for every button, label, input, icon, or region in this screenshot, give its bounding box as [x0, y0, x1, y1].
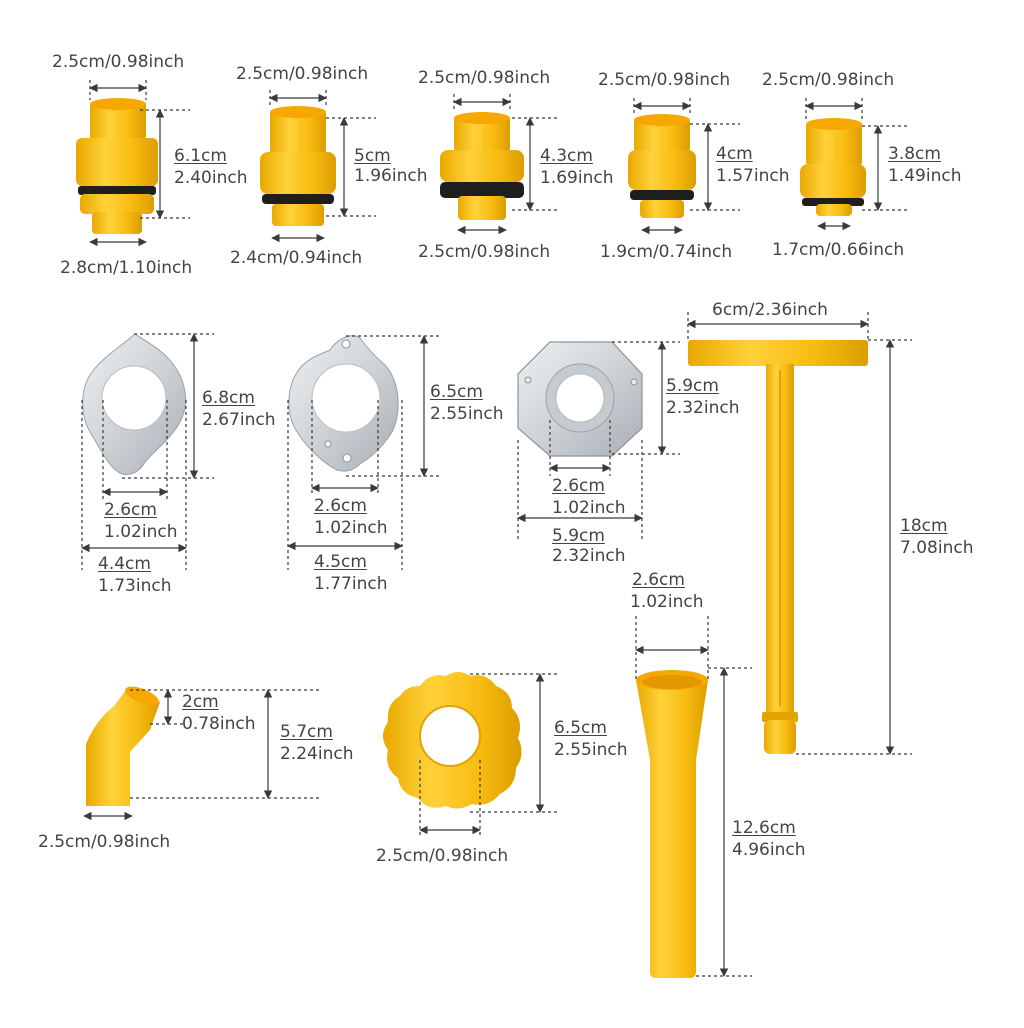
t-wrench-width-label: 6cm/2.36inch — [712, 300, 828, 320]
plate-2-height-cm: 6.5cm — [430, 382, 483, 402]
adapter-2-height-cm: 5cm — [354, 146, 391, 166]
adapter-4-top-label: 2.5cm/0.98inch — [598, 70, 731, 90]
plate-1-height-cm: 6.8cm — [202, 388, 255, 408]
knob-hole-label: 2.5cm/0.98inch — [376, 846, 509, 866]
adapter-2-height-in: 1.96inch — [354, 166, 428, 186]
adapter-1 — [76, 98, 158, 234]
plate-1-height-in: 2.67inch — [202, 410, 276, 430]
plate-3-width-in: 2.32inch — [552, 546, 626, 566]
plate-2-width-in: 1.77inch — [314, 574, 388, 594]
plate-3-dims — [517, 341, 680, 540]
elbow-height-in: 2.24inch — [280, 744, 354, 764]
knob-nut — [383, 672, 522, 809]
plate-1-dims — [81, 333, 214, 570]
tube-funnel-dims — [635, 616, 752, 977]
knob-height-in: 2.55inch — [554, 740, 628, 760]
plate-2 — [288, 335, 399, 472]
adapter-4-bottom-label: 1.9cm/0.74inch — [600, 242, 733, 262]
plate-1-hole-cm: 2.6cm — [104, 500, 157, 520]
adapter-1-top-label: 2.5cm/0.98inch — [52, 52, 185, 72]
t-wrench-dims — [687, 312, 912, 755]
t-wrench — [688, 340, 868, 754]
adapter-3-dims — [453, 94, 560, 235]
plate-1-width-in: 1.73inch — [98, 576, 172, 596]
adapter-3-top-label: 2.5cm/0.98inch — [418, 68, 551, 88]
plate-3-width-cm: 5.9cm — [552, 526, 605, 546]
tube-top-cm: 2.6cm — [632, 570, 685, 590]
adapter-2 — [260, 106, 336, 226]
plate-3-hole-in: 1.02inch — [552, 498, 626, 518]
knob-nut-dims — [419, 673, 560, 838]
plate-3-height-cm: 5.9cm — [666, 376, 719, 396]
adapter-1-height-cm: 6.1cm — [174, 146, 227, 166]
adapter-5-dims — [805, 98, 910, 231]
plate-2-hole-in: 1.02inch — [314, 518, 388, 538]
elbow-top-in: 0.78inch — [182, 714, 256, 734]
adapter-5-height-in: 1.49inch — [888, 166, 962, 186]
elbow-adapter-dims — [83, 689, 320, 821]
tube-height-cm: 12.6cm — [732, 818, 796, 838]
knob-height-cm: 6.5cm — [554, 718, 607, 738]
plate-2-width-cm: 4.5cm — [314, 552, 367, 572]
plate-1 — [82, 333, 187, 475]
adapter-4-dims — [633, 98, 740, 235]
tube-funnel — [636, 670, 708, 978]
adapter-3 — [440, 112, 524, 220]
plate-2-hole-cm: 2.6cm — [314, 496, 367, 516]
elbow-adapter — [86, 686, 160, 806]
plate-2-dims — [287, 335, 442, 570]
adapter-5-bottom-label: 1.7cm/0.66inch — [772, 240, 905, 260]
adapter-4-height-cm: 4cm — [716, 144, 753, 164]
adapter-2-bottom-label: 2.4cm/0.94inch — [230, 248, 363, 268]
elbow-top-cm: 2cm — [182, 692, 219, 712]
adapter-1-dims — [89, 80, 190, 247]
adapter-3-height-cm: 4.3cm — [540, 146, 593, 166]
elbow-bottom-label: 2.5cm/0.98inch — [38, 832, 171, 852]
tube-height-in: 4.96inch — [732, 840, 806, 860]
adapter-2-dims — [269, 90, 376, 243]
plate-3 — [517, 341, 643, 457]
adapter-1-height-in: 2.40inch — [174, 168, 248, 188]
plate-3-hole-cm: 2.6cm — [552, 476, 605, 496]
adapter-5-top-label: 2.5cm/0.98inch — [762, 70, 895, 90]
adapter-5-height-cm: 3.8cm — [888, 144, 941, 164]
plate-3-height-in: 2.32inch — [666, 398, 740, 418]
elbow-height-cm: 5.7cm — [280, 722, 333, 742]
plate-1-width-cm: 4.4cm — [98, 554, 151, 574]
adapter-4 — [628, 114, 696, 218]
adapter-5 — [800, 118, 866, 216]
t-wrench-height-cm: 18cm — [900, 516, 948, 536]
tube-top-in: 1.02inch — [630, 592, 704, 612]
adapter-3-height-in: 1.69inch — [540, 168, 614, 188]
plate-2-height-in: 2.55inch — [430, 404, 504, 424]
t-wrench-height-in: 7.08inch — [900, 538, 974, 558]
adapter-3-bottom-label: 2.5cm/0.98inch — [418, 242, 551, 262]
adapter-4-height-in: 1.57inch — [716, 166, 790, 186]
adapter-1-bottom-label: 2.8cm/1.10inch — [60, 258, 193, 278]
adapter-2-top-label: 2.5cm/0.98inch — [236, 64, 369, 84]
plate-1-hole-in: 1.02inch — [104, 522, 178, 542]
